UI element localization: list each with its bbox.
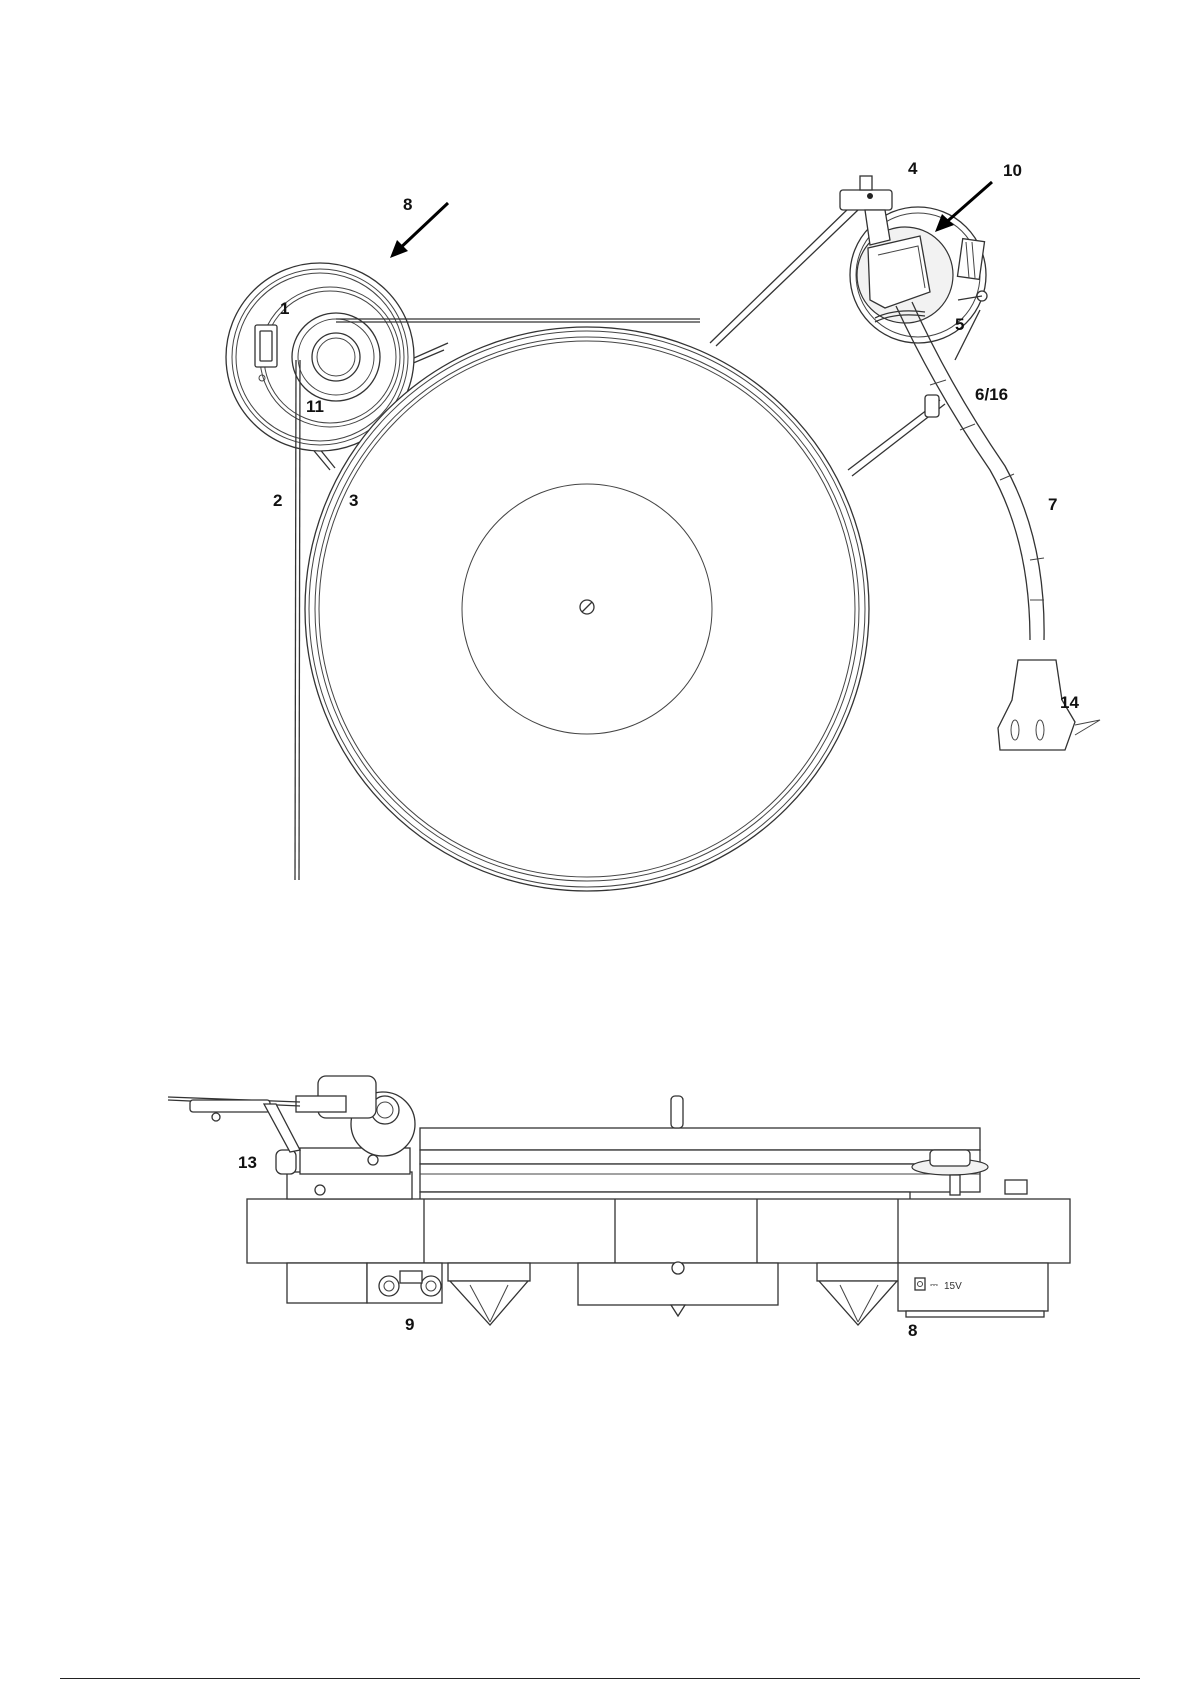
top-view: 1 2 3 4 5 6/16 7 8 10 11 14 bbox=[226, 159, 1100, 891]
side-view: ⎓ 15V 13 9 8 bbox=[168, 1076, 1070, 1340]
label-tonearm: 7 bbox=[1048, 495, 1057, 514]
foot-left bbox=[448, 1263, 530, 1325]
label-height-adjust: 13 bbox=[238, 1153, 257, 1172]
plinth bbox=[247, 1199, 1070, 1263]
power-socket-icon bbox=[915, 1278, 925, 1290]
label-power-socket: 8 bbox=[908, 1321, 917, 1340]
label-subplatter: 3 bbox=[349, 491, 358, 510]
label-counterweight: 4 bbox=[908, 159, 918, 178]
platter bbox=[305, 327, 869, 891]
power-socket-voltage: 15V bbox=[944, 1281, 962, 1292]
label-motor-pulley: 11 bbox=[306, 397, 324, 416]
label-motor-unit: 8 bbox=[403, 195, 412, 214]
foot-right bbox=[817, 1263, 899, 1325]
page-footer-rule bbox=[60, 1678, 1140, 1679]
dc-symbol: ⎓ bbox=[930, 1280, 938, 1291]
label-arm-lift: 6/16 bbox=[975, 385, 1008, 404]
motor-unit-side: ⎓ 15V bbox=[898, 1263, 1048, 1317]
label-motor-power: 1 bbox=[280, 299, 289, 318]
label-headshell: 14 bbox=[1060, 693, 1079, 712]
label-antiskating: 5 bbox=[955, 315, 964, 334]
label-rca-outputs: 9 bbox=[405, 1315, 414, 1334]
motor-pulley bbox=[292, 313, 380, 401]
tonearm-side bbox=[168, 1076, 415, 1199]
power-switch-icon[interactable] bbox=[255, 325, 277, 367]
label-bearing: 10 bbox=[1003, 161, 1022, 180]
label-belt: 2 bbox=[273, 491, 282, 510]
